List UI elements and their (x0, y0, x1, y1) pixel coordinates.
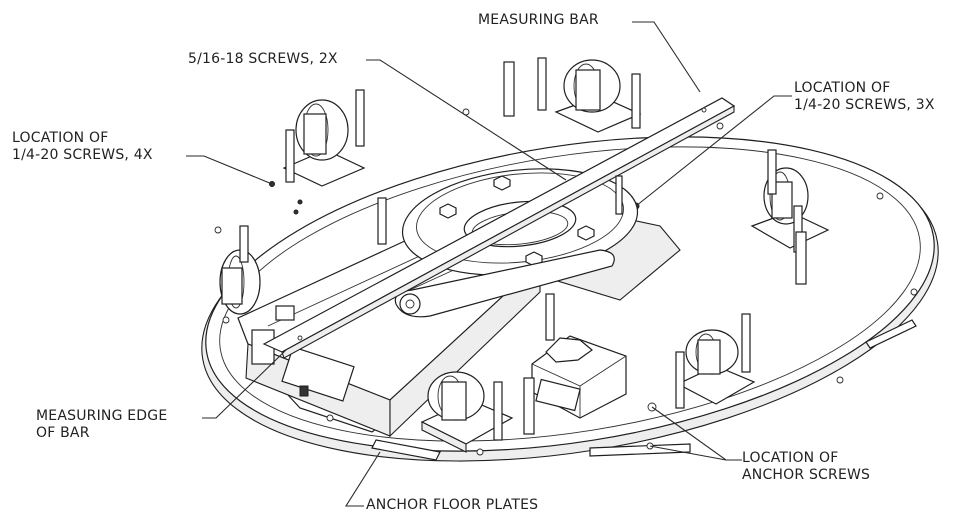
callout-measuring-bar: MEASURING BAR (478, 12, 599, 29)
callout-measuring-edge-line2: OF BAR (36, 425, 90, 441)
callout-location-3x-line2: 1/4-20 SCREWS, 3X (794, 97, 935, 113)
caster-wheel-back (554, 59, 642, 133)
measuring-bar (262, 97, 736, 359)
callout-anchor-screws-line2: ANCHOR SCREWS (742, 467, 871, 483)
callout-measuring-edge-line1: MEASURING EDGE (36, 408, 168, 424)
callout-5-16-screws-text: 5/16-18 SCREWS, 2X (188, 51, 338, 67)
threaded-rods (239, 57, 807, 441)
caster-wheel-left-back (282, 99, 366, 187)
caster-wheel-front (420, 371, 514, 453)
caster-wheel-left (219, 249, 261, 315)
gear-motor-box (531, 335, 627, 419)
caster-wheel-front-right (676, 329, 756, 405)
callout-location-4x-line1: LOCATION OF (12, 130, 109, 146)
callout-location-1-4-screws-3x: LOCATION OF 1/4-20 SCREWS, 3X (794, 80, 935, 114)
anchor-screw-holes (214, 108, 918, 456)
leader-lines (186, 21, 792, 507)
callout-anchor-floor-plates: ANCHOR FLOOR PLATES (366, 497, 538, 514)
callout-anchor-floor-plates-text: ANCHOR FLOOR PLATES (366, 497, 539, 513)
callout-location-4x-line2: 1/4-20 SCREWS, 4X (12, 147, 153, 163)
callout-measuring-bar-text: MEASURING BAR (478, 12, 599, 28)
callout-anchor-screws-line1: LOCATION OF (742, 450, 839, 466)
callout-5-16-screws: 5/16-18 SCREWS, 2X (188, 51, 338, 68)
callout-location-1-4-screws-4x: LOCATION OF 1/4-20 SCREWS, 4X (12, 130, 153, 164)
callout-location-3x-line1: LOCATION OF (794, 80, 891, 96)
callout-anchor-screws: LOCATION OF ANCHOR SCREWS (742, 450, 870, 484)
callout-measuring-edge: MEASURING EDGE OF BAR (36, 408, 167, 442)
